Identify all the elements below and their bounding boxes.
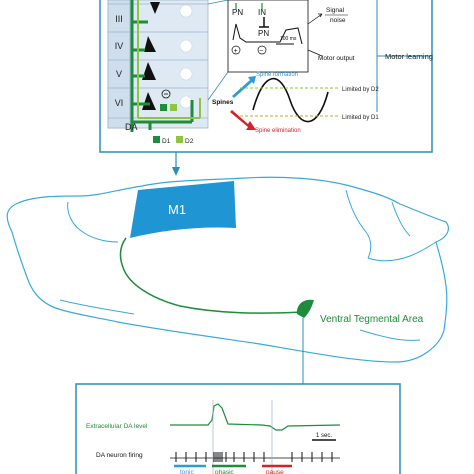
- in-label: IN: [258, 8, 266, 17]
- da-firing-label: DA neuron firing: [96, 452, 143, 459]
- noise-label: noise: [330, 17, 346, 24]
- brain-section: M1 Ventral Tegmental Area: [6, 176, 449, 384]
- layer-label-iii: III: [115, 14, 123, 24]
- interneuron-vi: [179, 95, 193, 109]
- mesocortical-pathway: [119, 237, 304, 314]
- extracellular-da-label: Extracellular DA level: [86, 423, 148, 430]
- minus-icon: [257, 45, 267, 55]
- spines-label: Spines: [212, 99, 234, 106]
- spine-oscillation-wave: [252, 77, 329, 123]
- spine-elimination-arrow: [230, 110, 256, 130]
- svg-text:+: +: [234, 48, 238, 55]
- limit-d2-label: Limited by D2: [342, 87, 379, 93]
- interneuron-iii: [179, 4, 193, 18]
- layer-label-v: V: [116, 69, 122, 79]
- m1-label: M1: [168, 202, 186, 217]
- pyramidal-neuron-iii: [150, 2, 160, 14]
- pyramidal-neuron-v: [142, 62, 156, 80]
- limit-d1-label: Limited by D1: [342, 115, 379, 121]
- spine-formation-arrow: [232, 76, 256, 98]
- membrane-trace: [232, 23, 303, 45]
- circuit-inset: PN IN PN 100 ms + − Signal noise Motor o…: [227, 0, 355, 73]
- d2-legend-label: D2: [185, 138, 194, 145]
- pyramidal-neuron-iv: [144, 36, 156, 52]
- spike-raster: [175, 452, 333, 462]
- pn-label: PN: [232, 8, 243, 17]
- da-projections: [130, 0, 194, 132]
- motor-output-label: Motor output: [318, 55, 355, 62]
- time-scale-1sec: 1 sec.: [316, 433, 332, 439]
- phasic-label: phasic: [215, 469, 235, 474]
- spine-elimination-label: Spine elimination: [255, 128, 301, 134]
- time-scale-label: 100 ms: [280, 36, 297, 42]
- d1-receptor-site: [170, 104, 177, 111]
- d1-legend-swatch: [153, 136, 160, 143]
- motor-learning-label: Motor learning: [385, 52, 433, 61]
- extracellular-da-trace: [170, 403, 341, 431]
- brain-outline: [6, 176, 449, 363]
- cortex-layers: III IV V VI: [107, 0, 229, 145]
- down-arrow: [172, 152, 180, 176]
- interneuron-iv: [179, 39, 193, 53]
- d2-legend-swatch: [176, 136, 183, 143]
- pn-lower-label: PN: [258, 29, 269, 38]
- spine-formation-label: Spine formation: [256, 72, 298, 78]
- tonic-label: tonic: [180, 469, 194, 474]
- bottom-panel: Extracellular DA level 1 sec. DA neuron …: [75, 383, 401, 474]
- d2-receptor-site: [160, 104, 167, 111]
- plus-icon: [231, 45, 241, 55]
- d1-legend-label: D1: [162, 138, 171, 145]
- da-label: DA: [125, 122, 138, 132]
- top-panel: Motor learning: [99, 0, 433, 153]
- layer-label-iv: IV: [115, 41, 124, 51]
- spine-dynamics: Spines Spine formation Spine elimination…: [212, 72, 379, 134]
- pause-label: pause: [266, 469, 284, 474]
- interneuron-v: [179, 67, 193, 81]
- d1-projections: [137, 0, 201, 119]
- vta-label: Ventral Tegmental Area: [320, 314, 424, 325]
- signal-label: Signal: [326, 7, 345, 14]
- m1-region: [130, 181, 236, 238]
- layer-label-vi: VI: [115, 98, 124, 108]
- svg-text:−: −: [259, 48, 263, 55]
- inhibitory-synapse-icon: [161, 89, 171, 99]
- vta-region: [296, 299, 314, 318]
- cortical-pathway-branch: [232, 228, 270, 300]
